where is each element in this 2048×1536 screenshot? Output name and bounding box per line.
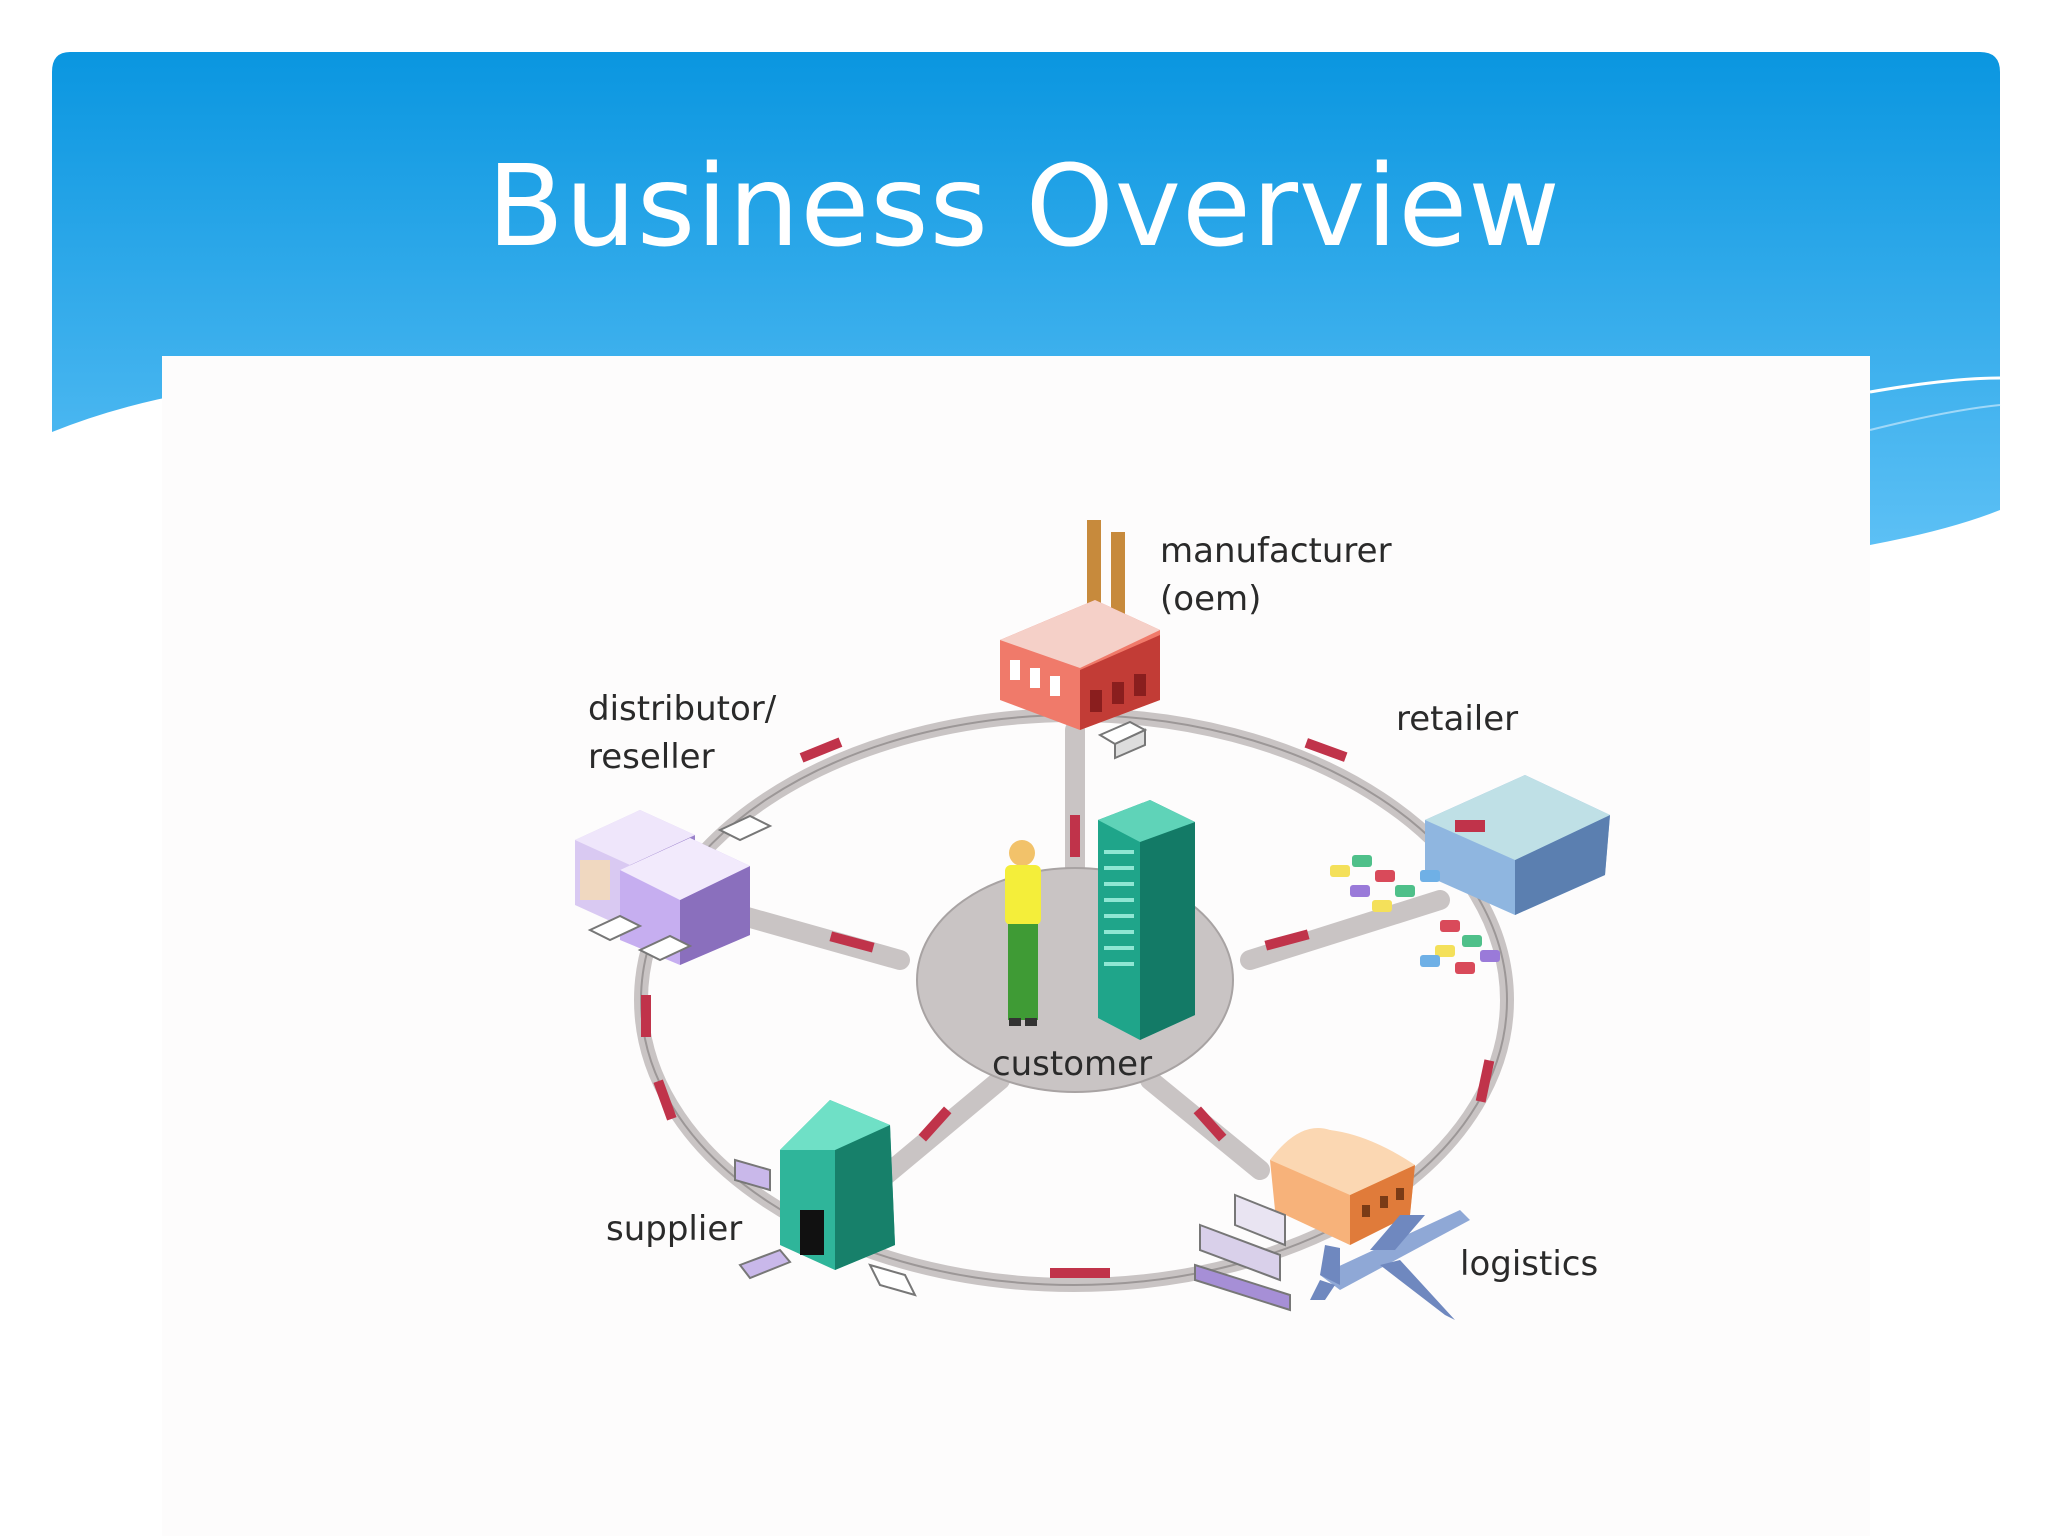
truck-icon: [734, 1158, 917, 1297]
logistics-hangar-icon: [1270, 1128, 1415, 1245]
truck-icon: [1097, 720, 1148, 760]
spoke-supplier: [870, 1070, 1010, 1190]
retailer-store-icon: [1425, 775, 1610, 915]
banner-swoosh-lower: [1869, 404, 2001, 431]
flow-marker: [799, 737, 843, 763]
customer-person-icon: [1005, 840, 1041, 1026]
node-label-retailer: retailer: [1396, 699, 1518, 739]
flow-markers: [641, 737, 1495, 1278]
factory-icon: [1000, 520, 1160, 760]
truck-icon: [587, 814, 773, 962]
flow-marker: [1304, 738, 1348, 762]
node-label-supplier: supplier: [606, 1209, 742, 1249]
flow-marker: [829, 931, 875, 953]
supplier-building-icon: [734, 1100, 917, 1297]
center-label-customer: customer: [992, 1044, 1152, 1084]
spoke-distributor: [730, 905, 910, 970]
banner-shape: [52, 52, 2000, 545]
banner-swoosh: [1869, 376, 2001, 394]
flow-marker: [1070, 815, 1080, 857]
delivery-trucks-icon: [1194, 1193, 1291, 1312]
node-label-distributor-line2: reseller: [588, 737, 715, 777]
flow-marker: [1193, 1106, 1227, 1142]
node-label-manufacturer-line2: (oem): [1160, 579, 1261, 619]
flow-marker: [1475, 1059, 1495, 1103]
node-label-distributor: distributor/: [588, 689, 777, 729]
slide-title: Business Overview: [487, 142, 1561, 272]
flow-marker: [1264, 929, 1310, 951]
spoke-retailer: [1240, 890, 1450, 970]
flow-marker: [918, 1106, 952, 1142]
distributor-warehouse-icon: [575, 810, 773, 965]
airplane-icon: [1310, 1210, 1470, 1320]
header-banner: [52, 52, 2001, 545]
node-label-manufacturer: manufacturer: [1160, 531, 1392, 571]
flow-marker: [641, 995, 651, 1037]
node-label-logistics: logistics: [1460, 1244, 1598, 1284]
office-building-icon: [1098, 800, 1195, 1040]
flow-marker: [1050, 1268, 1110, 1278]
flow-marker: [653, 1079, 677, 1121]
parking-lot-icon: [1330, 855, 1500, 974]
